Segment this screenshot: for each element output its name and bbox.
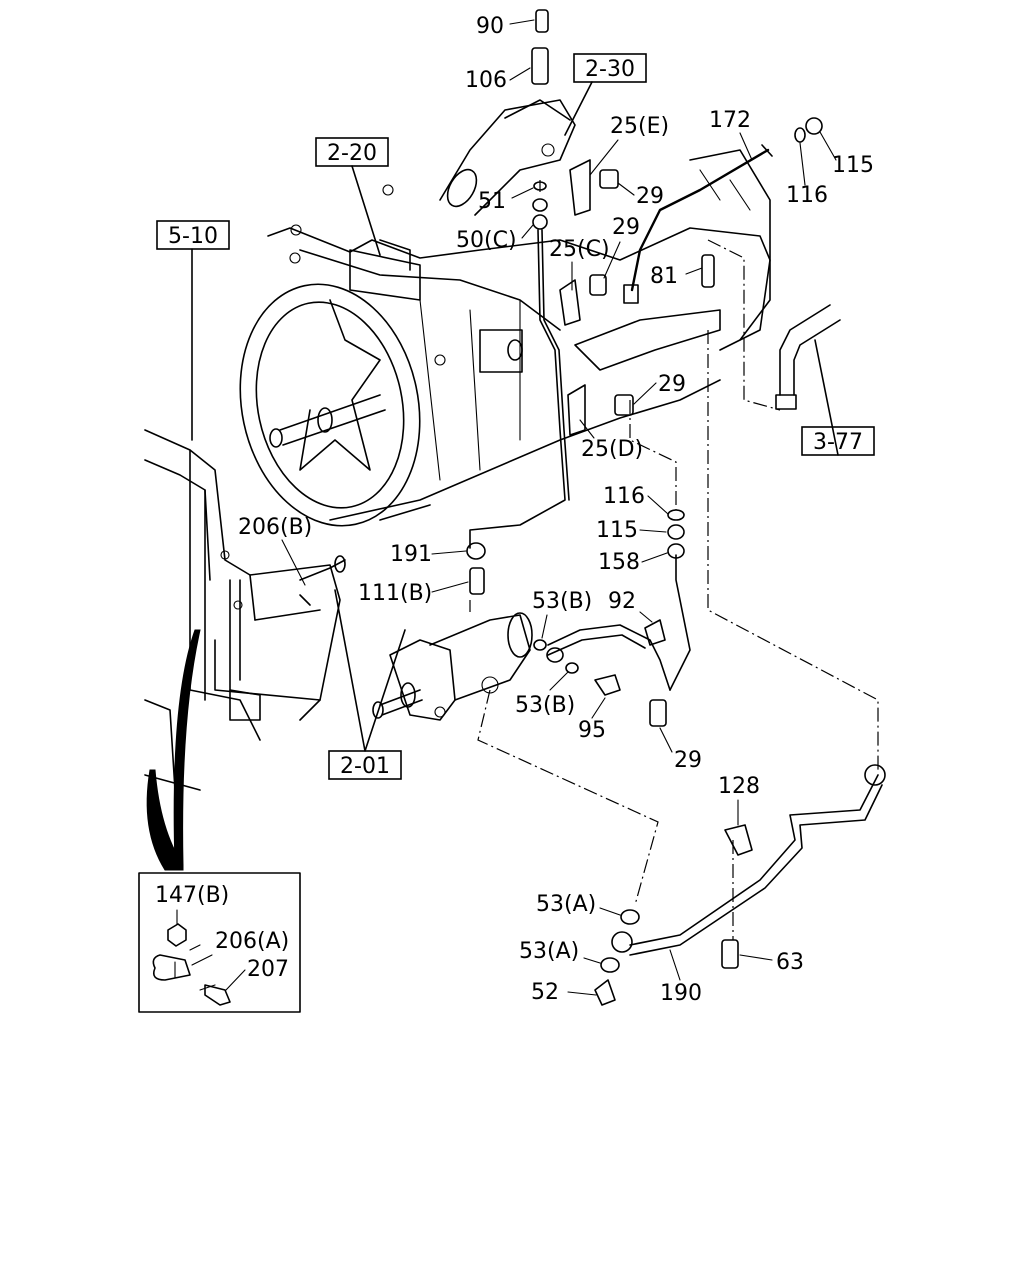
part-label: 106 [465, 68, 507, 93]
part-label: 172 [709, 108, 751, 133]
part-label: 111(B) [358, 581, 432, 606]
part-label: 115 [832, 153, 874, 178]
ref-box-2-30 [573, 53, 647, 83]
ref-box-2-01 [328, 750, 402, 780]
part-label: 92 [608, 589, 636, 614]
part-label: 116 [603, 484, 645, 509]
part-label: 63 [776, 950, 804, 975]
part-label: 25(E) [610, 114, 669, 139]
part-label: 29 [612, 215, 640, 240]
ref-box-2-20 [315, 137, 389, 167]
part-label: 191 [390, 542, 432, 567]
part-label: 53(A) [536, 892, 596, 917]
part-label: 50(C) [456, 228, 517, 253]
part-label: 115 [596, 518, 638, 543]
part-label: 116 [786, 183, 828, 208]
ref-box-label: 5-10 [168, 224, 218, 249]
part-labels: 90 106 51 50(C) 25(E) 29 172 115 116 29 … [155, 14, 874, 1006]
pipes [469, 144, 886, 956]
part-label: 29 [674, 748, 702, 773]
part-label: 206(A) [215, 929, 289, 954]
part-label: 29 [658, 372, 686, 397]
leader-lines [469, 180, 879, 940]
part-label: 53(B) [515, 693, 575, 718]
ref-box-5-10 [156, 220, 230, 250]
part-label: 147(B) [155, 883, 229, 908]
reference-boxes: 2-30 2-20 5-10 3-77 2-01 [156, 53, 875, 780]
part-label: 81 [650, 264, 678, 289]
part-label: 53(B) [532, 589, 592, 614]
part-label: 25(C) [549, 237, 610, 262]
part-label: 90 [476, 14, 504, 39]
transmission-housing [239, 99, 771, 527]
part-label: 207 [247, 957, 289, 982]
part-label: 206(B) [238, 515, 312, 540]
part-label: 51 [478, 189, 506, 214]
part-label: 95 [578, 718, 606, 743]
part-label: 190 [660, 981, 702, 1006]
small-parts [299, 9, 823, 1006]
frame-member [144, 429, 341, 791]
part-label: 158 [598, 550, 640, 575]
inset-detail [138, 629, 301, 1013]
part-label: 53(A) [519, 939, 579, 964]
part-label: 25(D) [581, 437, 643, 462]
part-label: 29 [636, 184, 664, 209]
part-label: 52 [531, 980, 559, 1005]
ref-box-label: 3-77 [813, 430, 863, 455]
part-label: 128 [718, 774, 760, 799]
ref-box-label: 2-01 [340, 754, 390, 779]
ref-box-label: 2-20 [327, 141, 377, 166]
slave-cylinder [372, 612, 533, 721]
ref-box-label: 2-30 [585, 57, 635, 82]
